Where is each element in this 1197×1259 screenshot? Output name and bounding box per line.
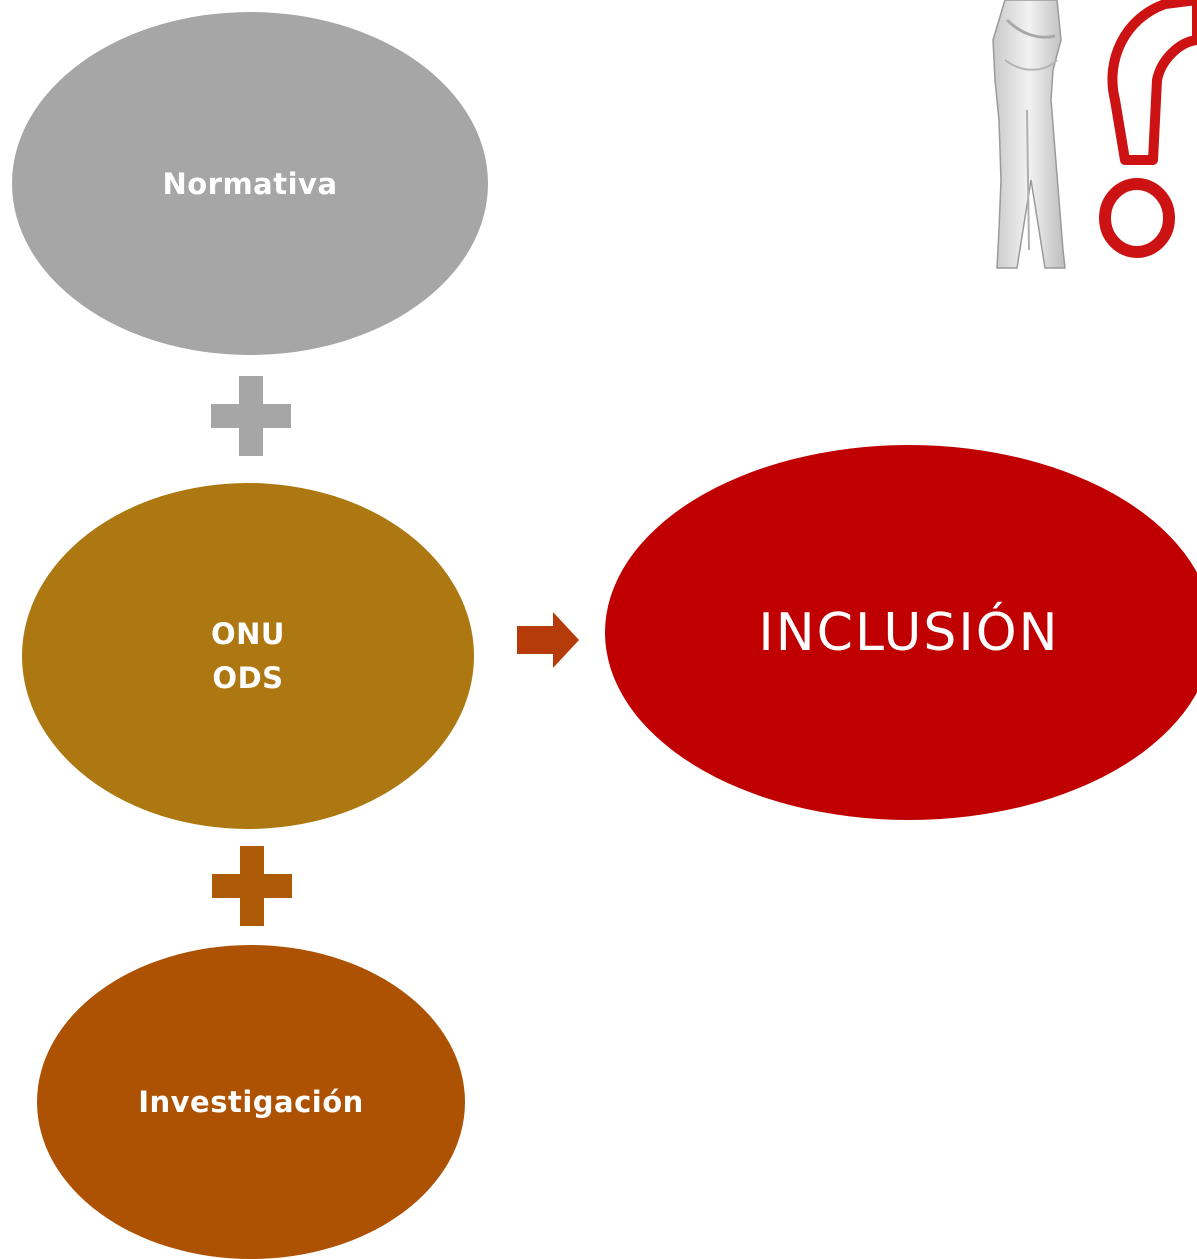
thinking-person-question-mark-icon (992, 0, 1197, 269)
person-figure-body (992, 0, 1066, 269)
plus-shape-top (211, 376, 291, 456)
question-mark (1099, 0, 1197, 258)
arrow-right-icon (517, 612, 579, 668)
node-normativa: Normativa (12, 12, 488, 355)
node-normativa-label: Normativa (162, 166, 338, 201)
plus-icon (211, 376, 291, 456)
arrow-shape (517, 612, 579, 668)
node-investigacion-label: Investigación (138, 1085, 364, 1119)
plus-icon (212, 846, 292, 926)
node-inclusion: INCLUSIÓN (605, 445, 1197, 820)
node-onu-ods: ONU ODS (22, 483, 474, 829)
node-investigacion: Investigación (37, 945, 465, 1259)
node-inclusion-label: INCLUSIÓN (758, 602, 1060, 663)
plus-shape-bottom (212, 846, 292, 926)
node-onu-ods-label: ONU ODS (211, 617, 285, 695)
